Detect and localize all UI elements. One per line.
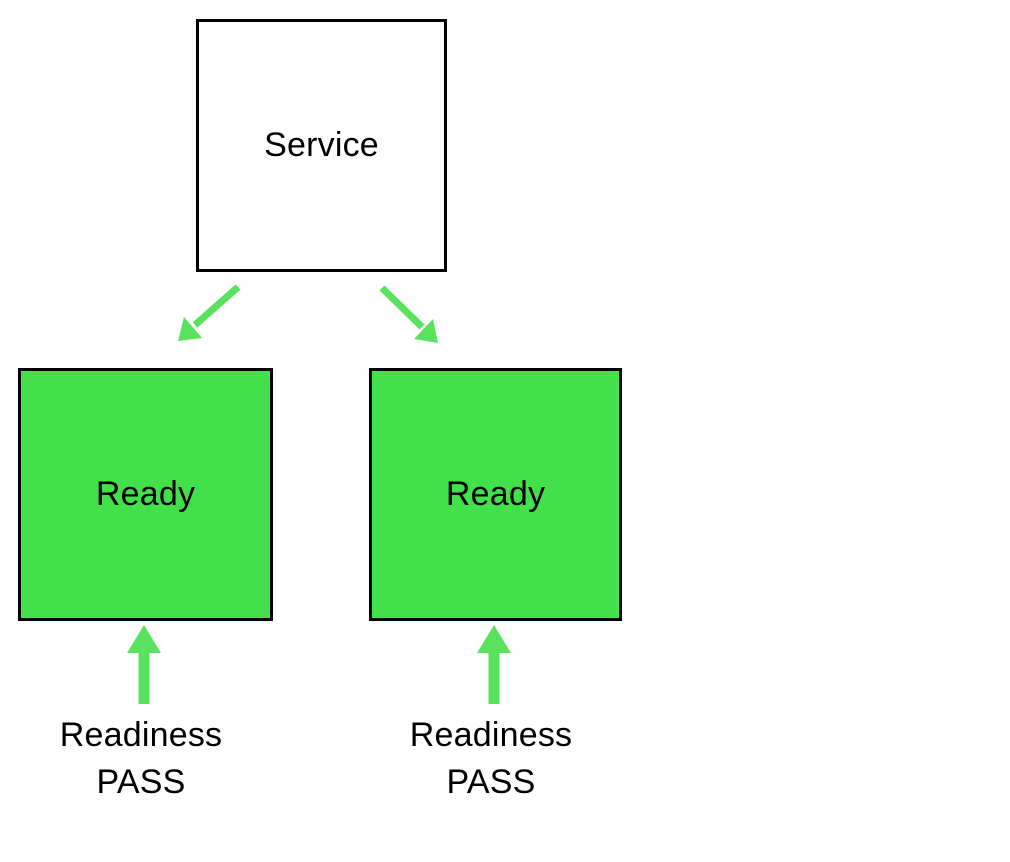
arrow-readiness-pass-right <box>477 625 511 704</box>
pod-node-ready-right: Ready <box>369 368 622 621</box>
pod-node-label: Ready <box>95 475 196 513</box>
arrow-head <box>477 625 511 653</box>
arrow-service-to-left-pod <box>178 284 241 341</box>
service-node-label: Service <box>264 126 379 164</box>
arrow-head <box>127 625 161 653</box>
readiness-pass-label-right: Readiness PASS <box>366 712 616 806</box>
readiness-pass-line2: PASS <box>96 763 186 801</box>
readiness-pass-label-left: Readiness PASS <box>16 712 266 806</box>
service-node: Service <box>196 19 447 272</box>
readiness-pass-line1: Readiness <box>59 716 223 754</box>
arrow-head <box>178 317 202 341</box>
arrow-head <box>414 319 438 343</box>
pod-node-label: Ready <box>445 475 546 513</box>
pod-node-ready-left: Ready <box>18 368 273 621</box>
arrow-readiness-pass-left <box>127 625 161 704</box>
readiness-pass-line2: PASS <box>446 763 536 801</box>
arrow-shaft <box>192 284 241 328</box>
readiness-pass-line1: Readiness <box>409 716 573 754</box>
arrow-service-to-right-pod <box>379 285 438 343</box>
arrow-shaft <box>379 285 425 330</box>
